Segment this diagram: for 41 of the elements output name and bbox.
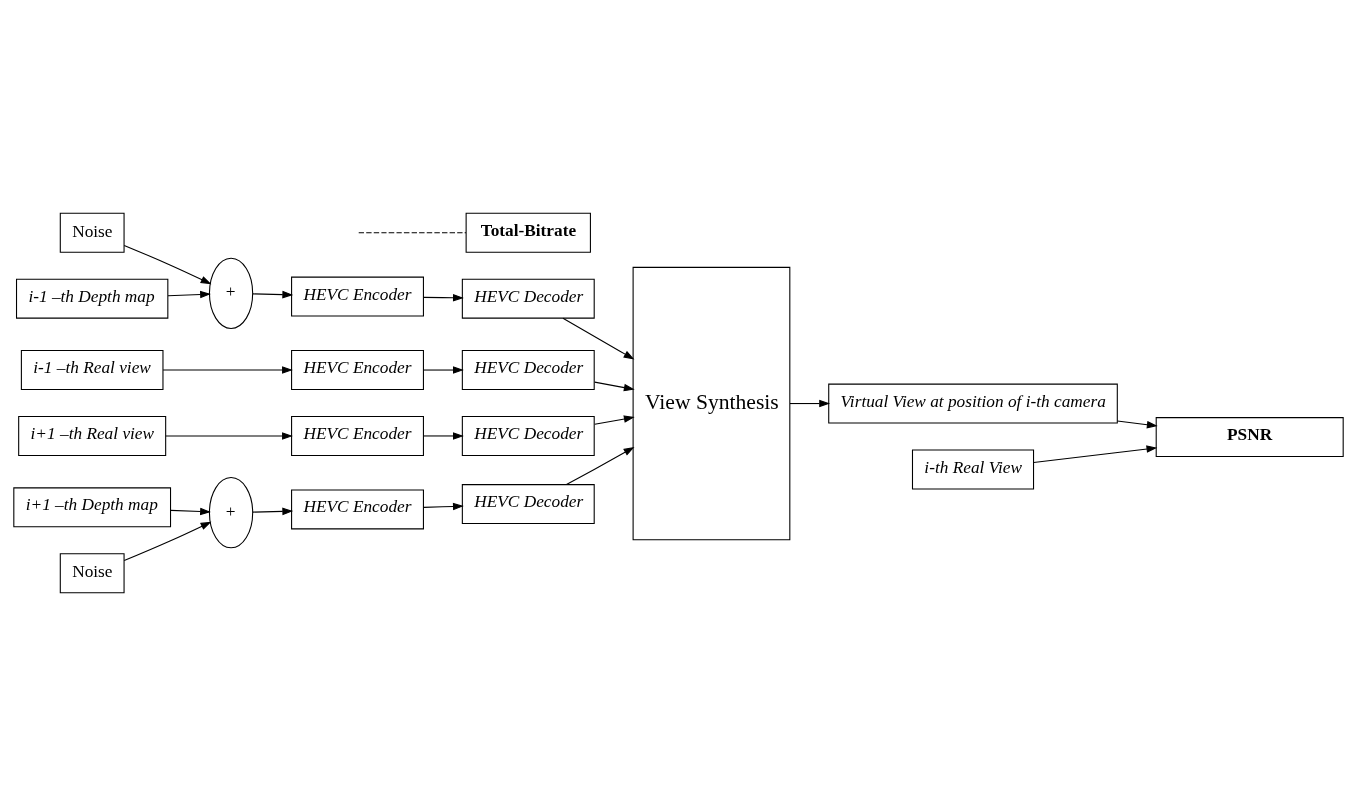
node-box: HEVC Decoder bbox=[461, 415, 595, 456]
node-box: HEVC Encoder bbox=[291, 415, 424, 456]
connector bbox=[358, 231, 467, 233]
node-box: Noise bbox=[59, 212, 125, 253]
node-box: Total-Bitrate bbox=[465, 212, 591, 253]
arrow bbox=[565, 446, 635, 485]
node-box: i-th Real View bbox=[911, 448, 1035, 489]
node-box: View Synthesis bbox=[632, 266, 791, 540]
arrow bbox=[170, 507, 211, 515]
arrow bbox=[423, 431, 464, 440]
arrow bbox=[252, 507, 294, 515]
node-box: HEVC Encoder bbox=[291, 488, 424, 529]
node-box: HEVC Encoder bbox=[291, 349, 424, 390]
node-box: HEVC Encoder bbox=[291, 276, 424, 317]
arrow bbox=[423, 293, 464, 302]
arrow bbox=[123, 244, 212, 284]
arrow bbox=[1033, 444, 1158, 463]
arrow bbox=[594, 381, 635, 391]
arrow bbox=[562, 317, 635, 360]
node-box: HEVC Decoder bbox=[461, 278, 595, 319]
node-box: i+1 –th Real view bbox=[18, 415, 167, 456]
node-ellipse: + bbox=[208, 476, 254, 548]
node-box: HEVC Decoder bbox=[461, 349, 595, 390]
node-box: Noise bbox=[59, 552, 125, 593]
arrow bbox=[167, 290, 211, 298]
arrow bbox=[165, 431, 293, 440]
node-box: i+1 –th Depth map bbox=[13, 486, 172, 527]
arrow bbox=[162, 365, 293, 374]
arrow bbox=[123, 521, 212, 561]
node-box: HEVC Decoder bbox=[461, 483, 595, 524]
node-box: PSNR bbox=[1155, 416, 1344, 457]
arrow bbox=[1116, 420, 1158, 428]
arrow bbox=[789, 399, 831, 407]
node-ellipse: + bbox=[208, 257, 254, 329]
arrow bbox=[423, 365, 464, 374]
arrow bbox=[423, 502, 464, 510]
node-box: i-1 –th Depth map bbox=[16, 278, 169, 319]
node-box: i-1 –th Real view bbox=[20, 349, 164, 390]
arrow bbox=[252, 290, 294, 298]
node-box: Virtual View at position of i-th camera bbox=[828, 383, 1118, 424]
arrow bbox=[594, 414, 635, 425]
